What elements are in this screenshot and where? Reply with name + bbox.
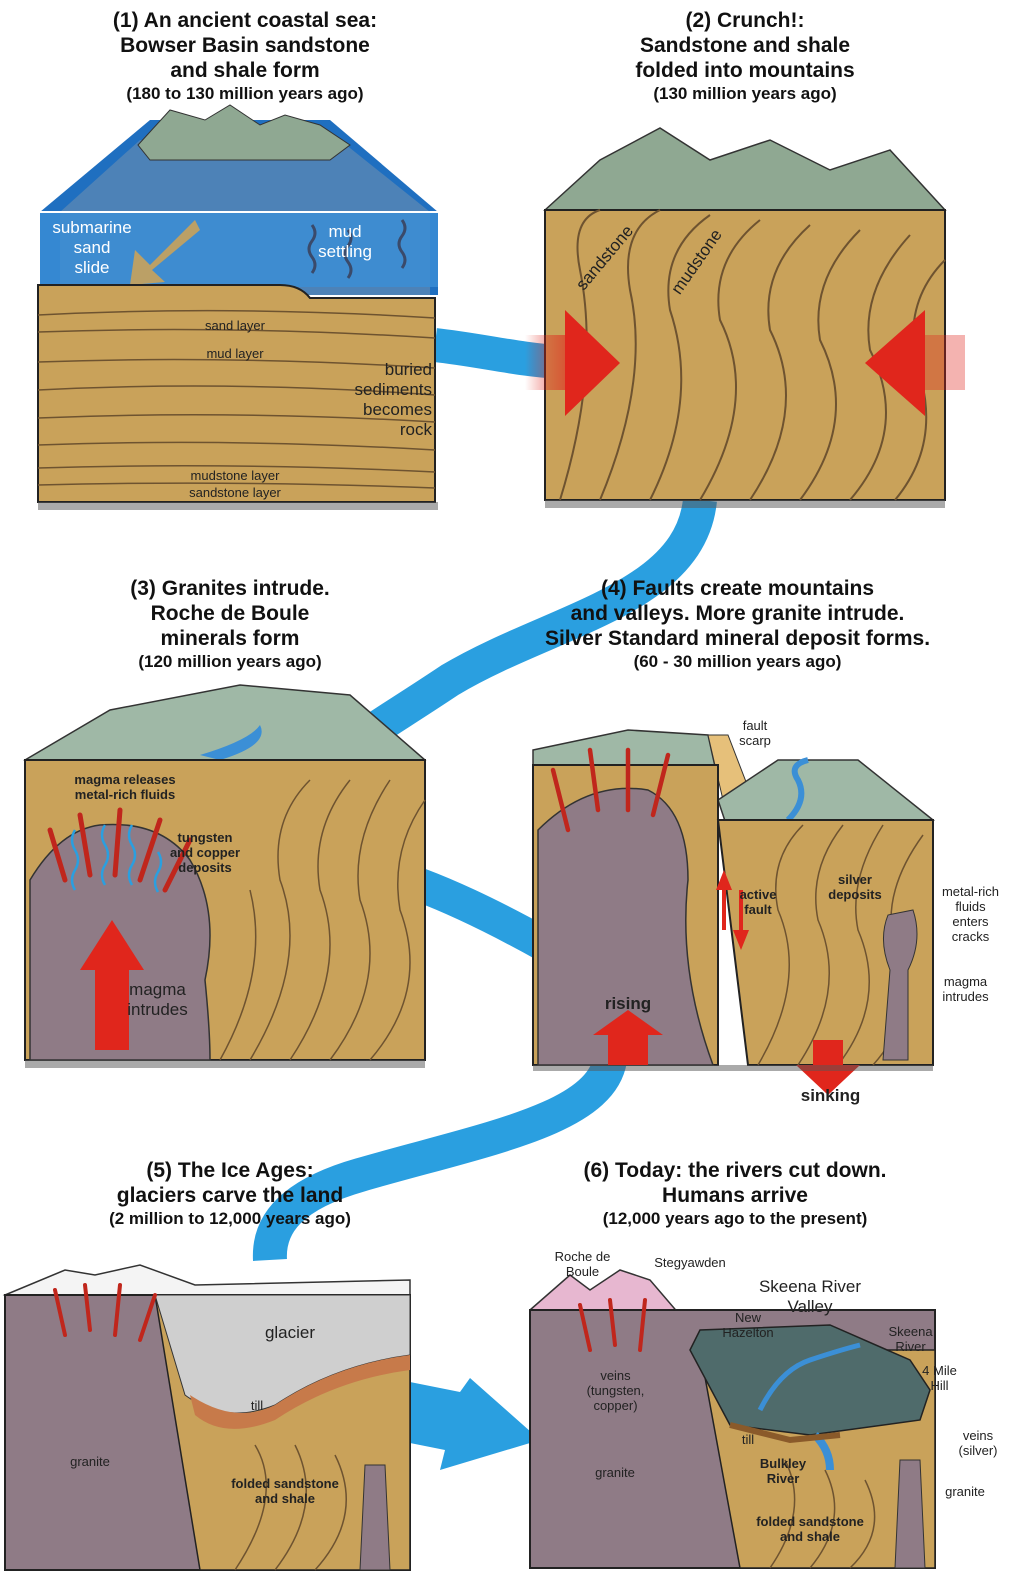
label-sandstone-layer: sandstone layer xyxy=(170,485,300,500)
label-mud-layer: mud layer xyxy=(180,346,290,361)
label-veins-silver: veins (silver) xyxy=(948,1428,1008,1458)
panel-1-title: (1) An ancient coastal sea: Bowser Basin… xyxy=(60,8,430,105)
label-roche-de-boule: Roche de Boule xyxy=(545,1249,620,1279)
label-folded-sandstone-5: folded sandstone and shale xyxy=(225,1476,345,1506)
panel-3-title: (3) Granites intrude. Roche de Boule min… xyxy=(45,576,415,673)
label-mudstone-layer: mudstone layer xyxy=(170,468,300,483)
panel-5-title: (5) The Ice Ages: glaciers carve the lan… xyxy=(45,1158,415,1230)
panel-3-diagram xyxy=(20,680,440,1080)
label-magma-intrudes-3: magma intrudes xyxy=(115,980,200,1020)
label-4-mile-hill: 4 Mile Hill xyxy=(912,1363,967,1393)
panel-1-diagram xyxy=(30,100,450,510)
label-granite-6-left: granite xyxy=(585,1465,645,1480)
label-sinking: sinking xyxy=(788,1086,873,1106)
label-metal-rich-fluids: metal-rich fluids enters cracks xyxy=(933,884,1008,944)
label-sand-layer: sand layer xyxy=(180,318,290,333)
panel-2-title: (2) Crunch!: Sandstone and shale folded … xyxy=(560,8,930,105)
panel-2-diagram xyxy=(540,120,970,510)
compression-glow-right xyxy=(920,335,965,390)
label-active-fault: active fault xyxy=(728,887,788,917)
label-submarine-sand-slide: submarine sand slide xyxy=(42,218,142,278)
label-fault-scarp: fault scarp xyxy=(725,718,785,748)
label-mud-settling: mud settling xyxy=(305,222,385,262)
label-glacier: glacier xyxy=(255,1323,325,1343)
label-granite-5: granite xyxy=(60,1454,120,1469)
label-till-5: till xyxy=(242,1398,272,1413)
label-veins-tungsten: veins (tungsten, copper) xyxy=(578,1368,653,1413)
label-stegyawden: Stegyawden xyxy=(645,1255,735,1270)
compression-glow-left xyxy=(525,335,565,390)
panel-6-title: (6) Today: the rivers cut down. Humans a… xyxy=(550,1158,920,1230)
panel-5-diagram xyxy=(5,1255,415,1575)
label-buried-sediments: buried sediments becomes rock xyxy=(322,360,432,440)
label-granite-6-right: granite xyxy=(935,1484,995,1499)
panel-4-title: (4) Faults create mountains and valleys.… xyxy=(500,576,975,673)
label-till-6: till xyxy=(733,1432,763,1447)
label-tungsten-copper: tungsten and copper deposits xyxy=(160,830,250,875)
label-bulkley-river: Bulkley River xyxy=(748,1456,818,1486)
label-magma-intrudes-4: magma intrudes xyxy=(933,974,998,1004)
label-skeena-river: Skeena River xyxy=(878,1324,943,1354)
label-silver-deposits: silver deposits xyxy=(820,872,890,902)
label-magma-releases: magma releases metal-rich fluids xyxy=(60,772,190,802)
label-folded-sandstone-6: folded sandstone and shale xyxy=(750,1514,870,1544)
flow-arrow-5-6 xyxy=(395,1378,540,1470)
label-new-hazelton: New Hazelton xyxy=(713,1310,783,1340)
label-rising: rising xyxy=(588,994,668,1014)
